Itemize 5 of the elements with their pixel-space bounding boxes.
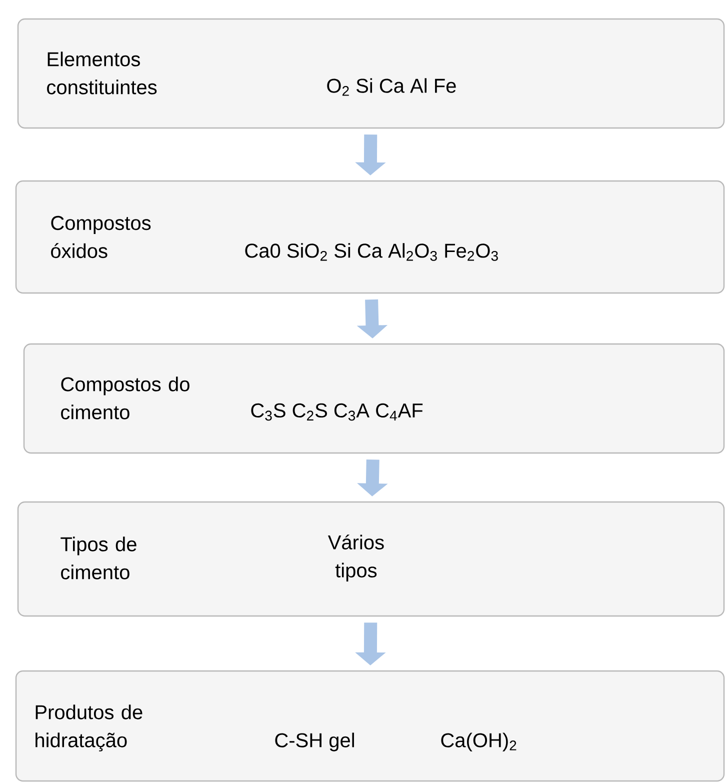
process-box: Tipos de cimento Vários tipos	[17, 501, 725, 617]
process-box: Elementos constituintes O$_{2}$ Si Ca Al Fe	[17, 18, 725, 129]
process-box: Produtos de hidratação C-SH gel Ca(OH)$_{2}$	[15, 670, 725, 782]
process-box: Compostos do cimento C$_{3}$S C$_{2}$S C$_{3}$A C$_{4}$AF	[23, 343, 725, 454]
process-box: Compostos óxidos Ca0 SiO$_{2}$ Si Ca Al$_{2}$O$_{3}$ Fe$_{2}$O$_{3}$	[15, 180, 725, 294]
